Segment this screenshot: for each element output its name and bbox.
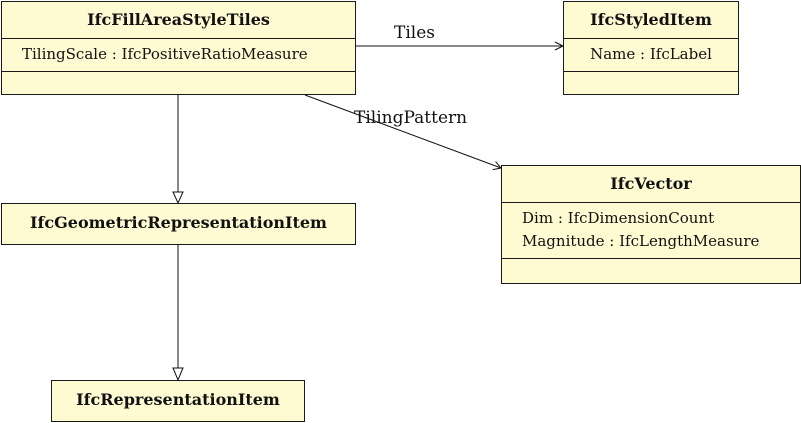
class-name: IfcVector [610,174,692,193]
class-ifc-representation-item: IfcRepresentationItem [51,380,305,422]
attribute-tiling-scale: TilingScale : IfcPositiveRatioMeasure [22,45,308,63]
operations-compartment [2,71,355,90]
operations-compartment [564,71,738,90]
attribute-dim: Dim : IfcDimensionCount [522,209,715,227]
class-name: IfcRepresentationItem [76,390,280,409]
generalization-arrowhead-2 [172,367,184,382]
operations-compartment [502,258,800,277]
generalization-arrowhead-1 [172,191,184,205]
class-name: IfcFillAreaStyleTiles [87,10,270,29]
attributes-compartment: Name : IfcLabel [564,38,738,71]
class-ifc-geometric-representation-item: IfcGeometricRepresentationItem [1,203,356,245]
class-ifc-fill-area-style-tiles: IfcFillAreaStyleTiles TilingScale : IfcP… [1,1,356,95]
attribute-name: Name : IfcLabel [590,45,712,63]
tiling-pattern-association-label: TilingPattern [354,108,468,128]
class-ifc-vector: IfcVector Dim : IfcDimensionCount Magnit… [501,165,801,284]
tiling-pattern-association-line [304,94,502,169]
attributes-compartment: TilingScale : IfcPositiveRatioMeasure [2,38,355,71]
attributes-compartment: Dim : IfcDimensionCount Magnitude : IfcL… [502,202,800,258]
tiles-association-label: Tiles [394,23,435,43]
class-name: IfcGeometricRepresentationItem [30,213,327,232]
class-ifc-styled-item: IfcStyledItem Name : IfcLabel [563,1,739,95]
class-name: IfcStyledItem [590,10,712,29]
attribute-magnitude: Magnitude : IfcLengthMeasure [522,232,760,250]
